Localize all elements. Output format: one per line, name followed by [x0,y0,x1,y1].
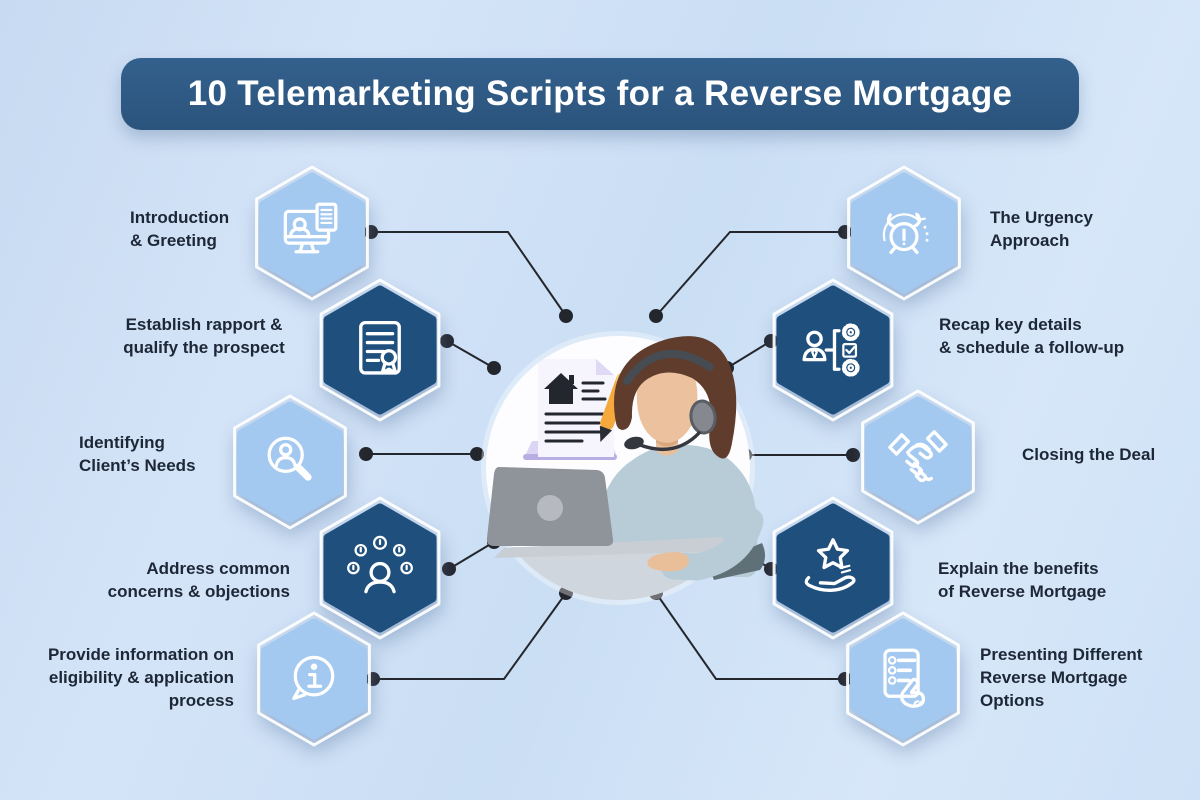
connector-intro [364,225,573,323]
hex-step-establish-rapport [314,278,446,427]
laptop-logo [537,495,563,521]
step-label-establish-rapport: Establish rapport & qualify the prospect [123,315,285,357]
hex-step-urgency-approach [842,165,966,306]
mortgage-document [523,359,631,460]
monitor-person-document-icon [283,202,338,254]
alarm-clock-urgency-icon [882,212,929,255]
person-objection-bubbles-icon [347,535,413,594]
step-label-closing-deal: Closing the Deal [1022,445,1156,464]
document-text-lines [544,381,609,443]
certificate-document-icon [359,320,401,375]
hex-step-provide-information [252,611,376,752]
hex-step-presenting-options [841,611,965,752]
person-gears-checklist-icon [802,323,860,377]
step-label-provide-information: Provide information on eligibility & app… [47,645,234,710]
microphone [624,436,644,450]
connector-needs [359,447,484,461]
hex-step-introduction-greeting [250,165,374,306]
hex-step-closing-deal [856,389,980,530]
hex-step-explain-benefits [767,496,899,645]
hand-holding-star-icon [804,538,856,592]
checklist-pointing-hand-icon [883,648,926,708]
headset [623,350,717,452]
hex-step-identifying-needs [228,394,352,535]
title-banner: 10 Telemarketing Scripts for a Reverse M… [121,58,1079,130]
step-label-address-concerns: Address common concerns & objections [107,559,290,601]
connector-rapport [440,334,501,375]
step-label-presenting-options: Presenting Different Reverse Mortgage Op… [980,645,1143,710]
page-title: 10 Telemarketing Scripts for a Reverse M… [187,74,1013,113]
step-label-urgency-approach: The Urgency Approach [990,208,1093,250]
center-illustration [481,331,766,605]
step-label-explain-benefits: Explain the benefits of Reverse Mortgage [938,559,1107,601]
step-label-identifying-needs: Identifying Client’s Needs [79,433,196,475]
info-speech-bubble-icon [292,655,335,701]
house-icon [544,373,578,404]
hex-step-recap-follow-up [767,278,899,427]
step-label-recap-follow-up: Recap key details & schedule a follow-up [939,315,1125,357]
step-label-introduction-greeting: Introduction & Greeting [130,208,230,250]
magnifier-person-icon [267,436,312,481]
handshake-icon [888,430,948,483]
hex-step-address-concerns [314,496,446,645]
arm-and-hand [647,507,764,581]
